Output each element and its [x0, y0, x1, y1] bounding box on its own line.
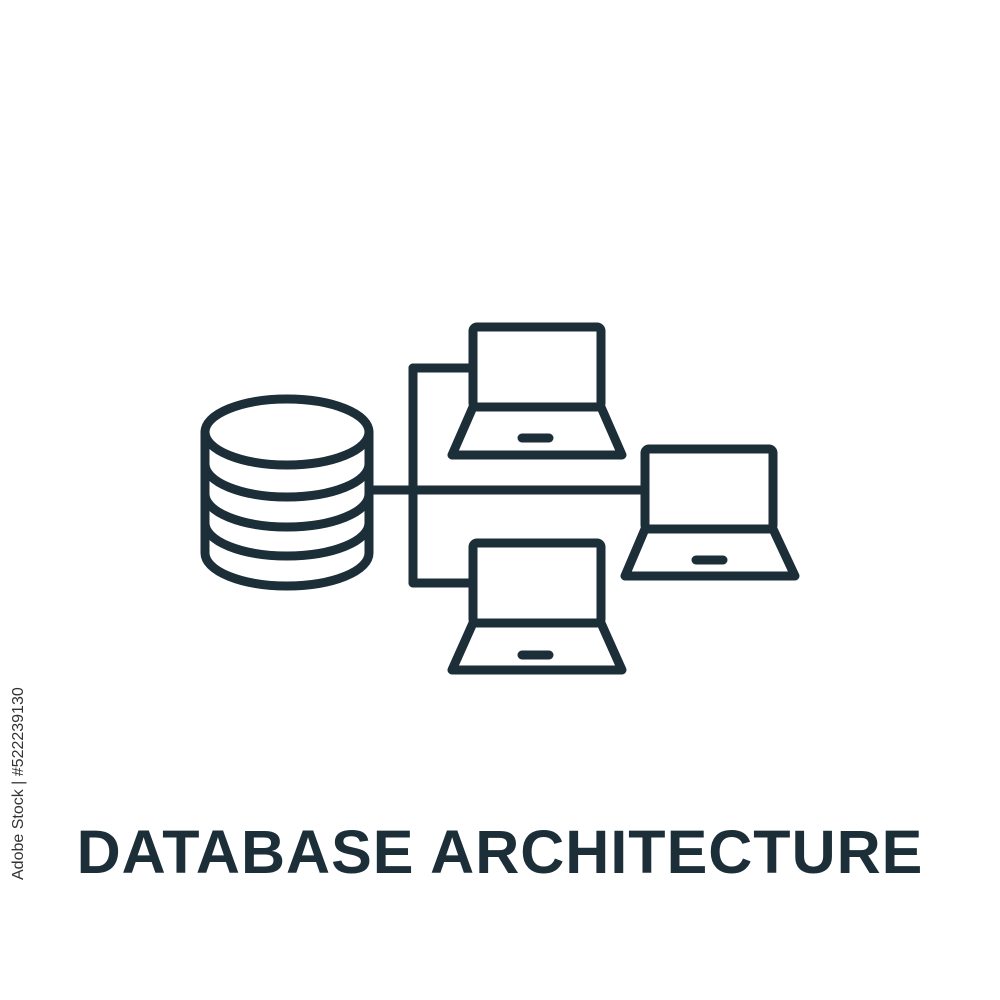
page-title: DATABASE ARCHITECTURE — [76, 818, 924, 886]
laptop-icon — [447, 538, 627, 675]
laptop-icon — [620, 444, 800, 581]
laptop-icon — [447, 322, 627, 460]
database-icon — [200, 394, 374, 591]
stock-id-label: Adobe Stock | #522239130 — [10, 687, 27, 880]
network-connector-icon — [364, 363, 650, 588]
